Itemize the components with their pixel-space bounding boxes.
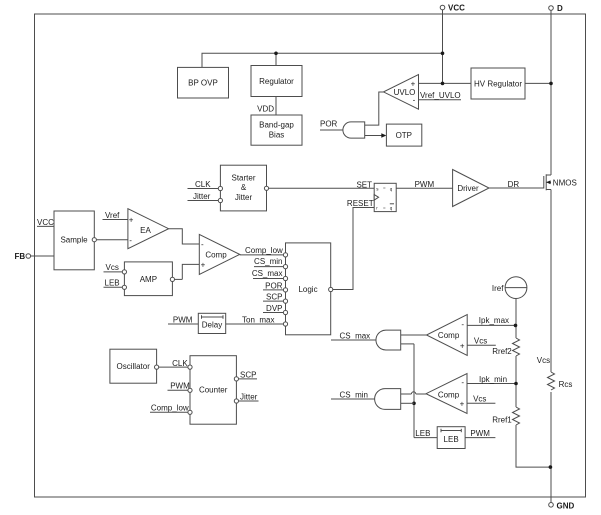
svg-text:CS_min: CS_min	[340, 390, 368, 399]
svg-text:Jitter: Jitter	[240, 393, 258, 402]
svg-text:Ton_max: Ton_max	[242, 316, 274, 325]
svg-text:VDD: VDD	[257, 105, 274, 114]
svg-text:=: =	[383, 205, 386, 210]
svg-text:Comp: Comp	[438, 331, 460, 340]
svg-text:Vref: Vref	[105, 211, 120, 220]
svg-text:Oscillator: Oscillator	[117, 362, 151, 371]
svg-text:VCC: VCC	[448, 4, 465, 13]
svg-text:Ipk_max: Ipk_max	[479, 316, 509, 325]
svg-text:Vcs: Vcs	[474, 337, 487, 346]
svg-text:Counter: Counter	[199, 385, 228, 394]
svg-text:Logic: Logic	[298, 285, 317, 294]
svg-text:Rcs: Rcs	[559, 380, 573, 389]
svg-text:-: -	[413, 96, 416, 105]
svg-text:LEB: LEB	[105, 279, 120, 288]
svg-text:LEB: LEB	[415, 429, 430, 438]
svg-text:DVP: DVP	[266, 304, 282, 313]
svg-text:CS_max: CS_max	[340, 331, 371, 340]
svg-text:POR: POR	[320, 120, 338, 129]
svg-text:+: +	[460, 399, 465, 408]
svg-text:NMOS: NMOS	[553, 178, 577, 187]
svg-text:VCC: VCC	[37, 218, 54, 227]
svg-text:OTP: OTP	[396, 131, 412, 140]
svg-text:PWM: PWM	[173, 316, 193, 325]
svg-text:CLK: CLK	[195, 180, 211, 189]
svg-text:CS_max: CS_max	[252, 269, 283, 278]
svg-text:-: -	[201, 240, 204, 249]
svg-text:Comp: Comp	[438, 391, 460, 400]
svg-text:Rref1: Rref1	[492, 416, 512, 425]
svg-text:GND: GND	[557, 502, 575, 511]
svg-text:Driver: Driver	[457, 184, 479, 193]
svg-text:Comp_low: Comp_low	[245, 246, 283, 255]
svg-text:SET: SET	[356, 180, 372, 189]
svg-text:+: +	[129, 215, 134, 224]
svg-text:q: q	[390, 206, 393, 211]
svg-text:Ipk_min: Ipk_min	[479, 375, 507, 384]
svg-text:RESET: RESET	[347, 199, 374, 208]
svg-text:FB: FB	[15, 252, 26, 261]
svg-text:UVLO: UVLO	[394, 88, 416, 97]
svg-text:POR: POR	[265, 281, 283, 290]
svg-text:Sample: Sample	[60, 236, 88, 245]
svg-text:Regulator: Regulator	[259, 77, 294, 86]
svg-text:&: &	[241, 183, 247, 192]
svg-text:Starter: Starter	[231, 174, 255, 183]
svg-text:Comp_low: Comp_low	[151, 403, 189, 412]
svg-text:PWM: PWM	[470, 429, 490, 438]
svg-text:HV Regulator: HV Regulator	[474, 80, 522, 89]
svg-text:+: +	[411, 80, 416, 89]
svg-text:Vref_UVLO: Vref_UVLO	[420, 91, 461, 100]
svg-text:Vcs: Vcs	[473, 395, 486, 404]
svg-text:CS_min: CS_min	[254, 257, 282, 266]
svg-text:EA: EA	[140, 226, 151, 235]
svg-text:LEB: LEB	[444, 435, 459, 444]
svg-text:+: +	[460, 341, 465, 350]
svg-text:Vcs: Vcs	[537, 356, 550, 365]
svg-text:-: -	[461, 378, 464, 387]
svg-text:=: =	[383, 185, 386, 190]
svg-text:q: q	[390, 186, 393, 191]
svg-text:BP OVP: BP OVP	[188, 79, 218, 88]
svg-text:Rref2: Rref2	[492, 347, 512, 356]
svg-text:Vcs: Vcs	[106, 263, 119, 272]
svg-text:DR: DR	[508, 180, 520, 189]
svg-text:+: +	[201, 261, 206, 270]
svg-text:SCP: SCP	[240, 370, 256, 379]
svg-text:-: -	[461, 320, 464, 329]
svg-text:Band-gap: Band-gap	[259, 121, 294, 130]
svg-text:Delay: Delay	[202, 321, 222, 330]
svg-text:r: r	[376, 206, 378, 211]
svg-text:AMP: AMP	[140, 275, 157, 284]
svg-text:PWM: PWM	[415, 180, 435, 189]
svg-text:Comp: Comp	[205, 250, 227, 259]
svg-text:SCP: SCP	[266, 293, 282, 302]
svg-text:CLK: CLK	[172, 359, 188, 368]
svg-text:-: -	[129, 236, 132, 245]
svg-text:Jitter: Jitter	[235, 193, 253, 202]
svg-text:Bias: Bias	[269, 131, 285, 140]
svg-text:s: s	[376, 186, 379, 191]
svg-text:Jitter: Jitter	[193, 192, 211, 201]
svg-text:Iref: Iref	[492, 284, 504, 293]
svg-text:PWM: PWM	[170, 382, 190, 391]
svg-text:D: D	[557, 4, 563, 13]
